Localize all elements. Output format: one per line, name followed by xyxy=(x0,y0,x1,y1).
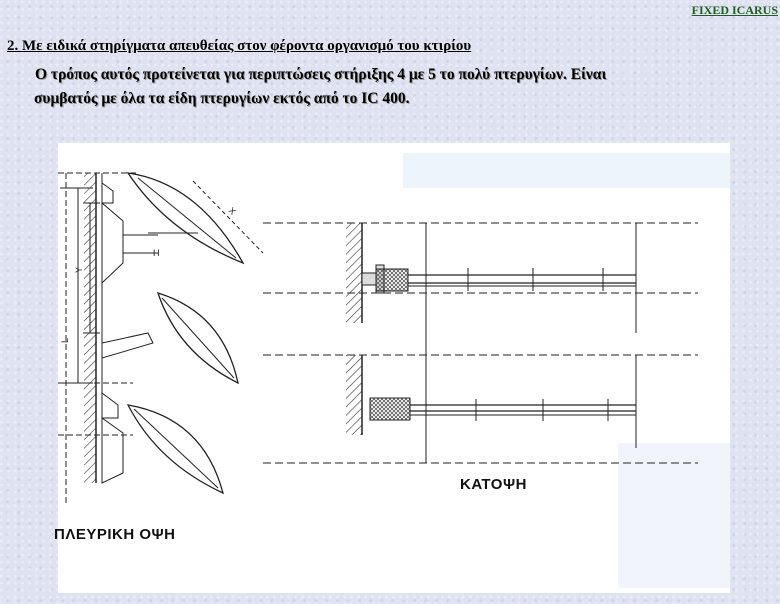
dim-letter-y: Y xyxy=(74,267,84,273)
dim-letter-l: L xyxy=(60,338,70,343)
side-view-label: ΠΛΕΥΡΙΚΗ ΟΨΗ xyxy=(54,526,176,543)
paragraph-line-2: συμβατός με όλα τα είδη πτερυγίων εκτός … xyxy=(34,90,410,107)
fixed-icarus-link[interactable]: FIXED ICARUS xyxy=(691,3,778,17)
plan-bracket-fill xyxy=(375,268,409,292)
dim-letter-x: X xyxy=(227,205,238,216)
blade-axis xyxy=(161,297,235,379)
plan-wall xyxy=(346,355,362,435)
dim-letter-h: H xyxy=(153,248,160,258)
drawing-svg: L Y X H xyxy=(58,153,730,588)
section-heading: 2. Με ειδικά στηρίγματα απευθείας στον φ… xyxy=(7,38,472,54)
description-paragraph: Ο τρόπος αυτός προτείνεται για περιπτώσε… xyxy=(34,63,765,111)
plan-view-label: ΚΑΤΟΨΗ xyxy=(460,476,527,493)
wall-hatch xyxy=(84,173,96,483)
paragraph-line-1: Ο τρόπος αυτός προτείνεται για περιπτώσε… xyxy=(35,66,607,83)
bg-patch xyxy=(618,443,730,588)
bracket-arm xyxy=(101,417,124,484)
dim-line-x xyxy=(192,180,264,254)
bracket-strut xyxy=(101,332,154,359)
blade-axis xyxy=(133,408,219,489)
plan-wall xyxy=(346,223,362,323)
bg-patch xyxy=(403,153,730,188)
bracket-clamp xyxy=(101,182,114,204)
plan-bracket-fill xyxy=(369,397,411,421)
bracket-flange xyxy=(123,234,158,254)
bracket-clamp xyxy=(101,392,119,419)
bracket-arm xyxy=(101,201,124,285)
blade-axis xyxy=(137,177,237,259)
technical-drawing: L Y X H ΠΛΕΥΡΙΚΗ ΟΨΗ ΚΑΤΟΨΗ xyxy=(54,143,730,593)
